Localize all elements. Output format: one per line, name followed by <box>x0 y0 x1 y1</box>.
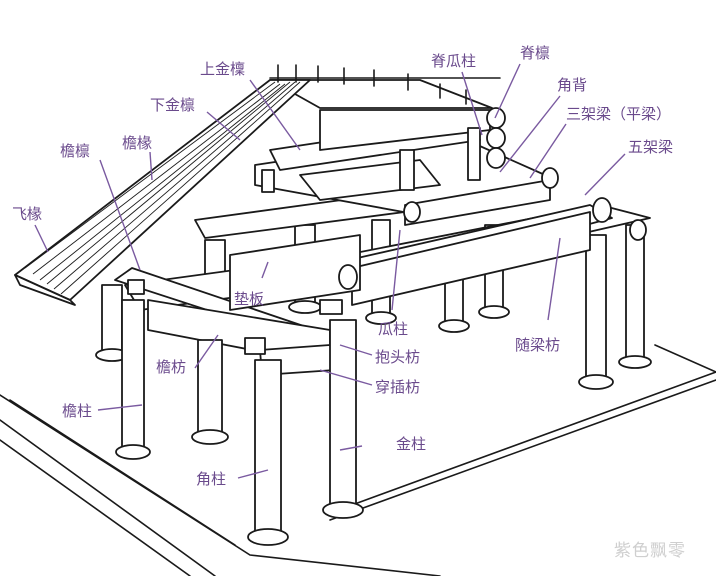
leader-lines <box>34 63 626 479</box>
beams <box>114 189 651 376</box>
label-shang-jin-lin: 上金檁 <box>200 60 246 78</box>
label-ji-gua-zhu: 脊瓜柱 <box>431 52 477 70</box>
label-dian-ban: 垫板 <box>234 290 265 308</box>
label-ji-lin: 脊檩 <box>520 44 551 62</box>
front-columns <box>115 279 364 546</box>
label-yan-chuan: 檐椽 <box>122 134 153 152</box>
label-yan-lin: 檐檩 <box>60 142 91 160</box>
platform <box>0 344 716 576</box>
label-jin-zhu: 金柱 <box>396 435 427 453</box>
label-fei-chuan: 飞椽 <box>12 205 43 223</box>
label-chuan-cha-fang: 穿插枋 <box>375 378 421 396</box>
label-bao-tou-fang: 抱头枋 <box>375 348 421 366</box>
label-gua-zhu: 瓜柱 <box>378 320 409 338</box>
label-jiao-bei: 角背 <box>557 76 588 94</box>
label-yan-fang: 檐枋 <box>156 358 187 376</box>
label-xia-jin-lin: 下金檩 <box>150 96 196 114</box>
upper-frame <box>254 79 559 226</box>
label-jiao-zhu: 角柱 <box>196 470 227 488</box>
label-san-jia-liang: 三架梁（平梁） <box>566 105 672 123</box>
label-yan-zhu: 檐柱 <box>62 402 93 420</box>
label-wu-jia-liang: 五架梁 <box>628 138 674 156</box>
label-sui-liang-fang: 随梁枋 <box>515 336 561 354</box>
watermark: 紫色飘零 <box>614 541 686 561</box>
